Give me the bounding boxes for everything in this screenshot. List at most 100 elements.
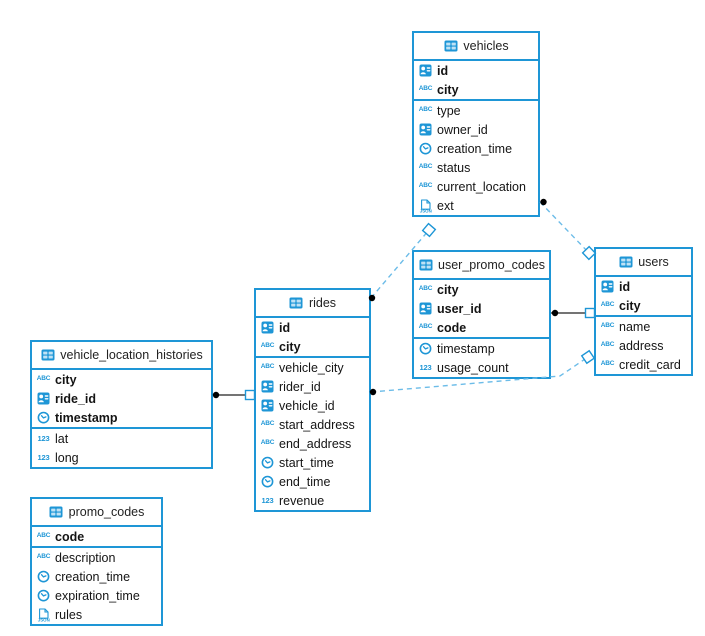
table-icon: [618, 255, 633, 269]
column-row-user_id[interactable]: user_id: [414, 299, 549, 318]
column-name: credit_card: [619, 357, 681, 372]
number-type-icon: 123: [37, 433, 50, 443]
string-type-icon: ABC: [260, 342, 275, 350]
string-type-icon: ABC: [418, 285, 433, 293]
column-row-code[interactable]: ABC code: [32, 527, 161, 546]
column-name: type: [437, 103, 461, 118]
svg-text:JSON: JSON: [38, 617, 50, 622]
string-type-icon: ABC: [260, 439, 275, 447]
column-name: lat: [55, 431, 69, 446]
column-name: name: [619, 319, 651, 334]
column-name: timestamp: [437, 341, 495, 356]
column-row-rules[interactable]: JSON rules: [32, 605, 161, 624]
column-row-creation_time[interactable]: creation_time: [32, 567, 161, 586]
string-type-icon: ABC: [36, 532, 51, 540]
table-name: user_promo_codes: [438, 258, 546, 272]
string-type-icon: ABC: [600, 301, 615, 309]
number-type-icon: 123: [261, 495, 274, 505]
relation-source-dot: [212, 391, 220, 399]
column-name: long: [55, 450, 79, 465]
column-row-end_time[interactable]: end_time: [256, 472, 369, 491]
column-row-id[interactable]: id: [414, 61, 538, 80]
column-name: code: [55, 529, 85, 544]
column-name: city: [279, 339, 301, 354]
primary-key-section: ABC code: [32, 527, 161, 546]
column-row-creation_time[interactable]: creation_time: [414, 139, 538, 158]
relation-vehicle_location_histories-rides[interactable]: [212, 389, 256, 401]
table-header[interactable]: promo_codes: [32, 499, 161, 527]
relation-user_promo_codes-users[interactable]: [551, 307, 596, 319]
id-icon: [418, 302, 433, 316]
table-icon: [289, 296, 304, 310]
column-row-id[interactable]: id: [596, 277, 691, 296]
table-name: vehicle_location_histories: [60, 348, 203, 362]
column-row-city[interactable]: ABC city: [256, 337, 369, 356]
string-type-icon: ABC: [260, 420, 275, 428]
table-icon: [40, 348, 55, 362]
timestamp-type-icon: [418, 142, 433, 156]
column-row-start_address[interactable]: ABC start_address: [256, 415, 369, 434]
relation-target-marker: [580, 349, 596, 365]
table-header[interactable]: users: [596, 249, 691, 277]
id-icon: [600, 280, 615, 294]
column-row-expiration_time[interactable]: expiration_time: [32, 586, 161, 605]
column-row-lat[interactable]: 123 lat: [32, 429, 211, 448]
table-header[interactable]: user_promo_codes: [414, 252, 549, 280]
column-name: id: [619, 279, 631, 294]
table-name: vehicles: [463, 39, 509, 53]
column-row-rider_id[interactable]: rider_id: [256, 377, 369, 396]
timestamp-type-icon: [260, 456, 275, 470]
column-row-owner_id[interactable]: owner_id: [414, 120, 538, 139]
column-name: vehicle_id: [279, 398, 335, 413]
column-row-timestamp[interactable]: timestamp: [32, 408, 211, 427]
svg-text:JSON: JSON: [420, 208, 432, 213]
string-type-icon: ABC: [600, 341, 615, 349]
relation-target-marker: [421, 222, 437, 238]
column-row-timestamp[interactable]: timestamp: [414, 339, 549, 358]
column-name: start_address: [279, 417, 355, 432]
relation-line[interactable]: [539, 201, 590, 254]
column-row-ride_id[interactable]: ride_id: [32, 389, 211, 408]
column-name: timestamp: [55, 410, 118, 425]
column-name: rules: [55, 607, 83, 622]
table-header[interactable]: vehicle_location_histories: [32, 342, 211, 370]
column-row-vehicle_id[interactable]: vehicle_id: [256, 396, 369, 415]
table-header[interactable]: vehicles: [414, 33, 538, 61]
table-icon: [443, 39, 458, 53]
column-row-start_time[interactable]: start_time: [256, 453, 369, 472]
column-row-id[interactable]: id: [256, 318, 369, 337]
column-name: creation_time: [55, 569, 131, 584]
id-icon: [418, 123, 433, 137]
table-header[interactable]: rides: [256, 290, 369, 318]
